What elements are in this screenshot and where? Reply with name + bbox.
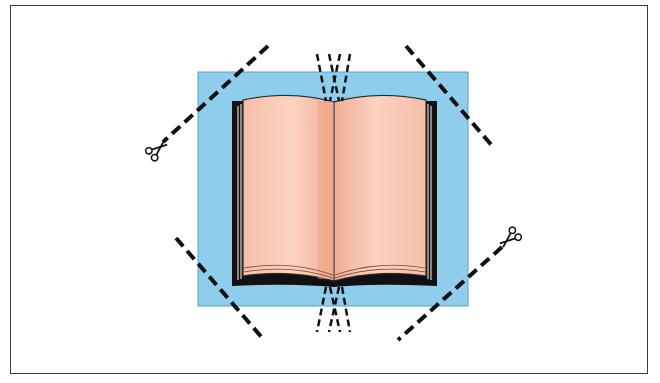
spine-shade: [318, 101, 334, 279]
right-page: [334, 95, 426, 281]
